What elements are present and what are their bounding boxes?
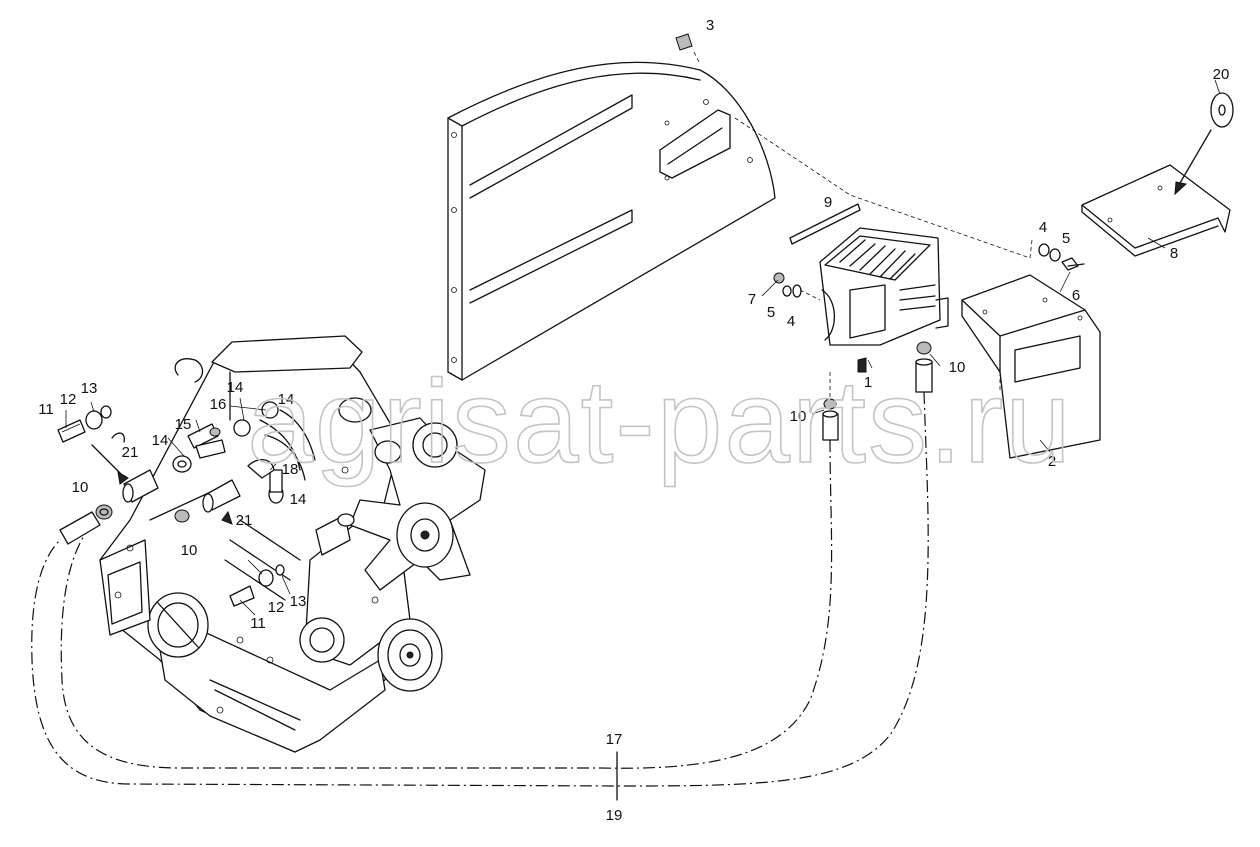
fasteners [773,243,1085,298]
callout-10-heater-right: 10 [949,359,966,376]
callout-11-bottom: 11 [250,615,266,632]
callout-10-engine-top: 10 [72,479,89,496]
callout-13-bottom: 13 [290,593,307,610]
engine-return-hose [59,504,113,545]
callout-10-engine-mid: 10 [181,542,198,559]
heater-hose-stubs [822,341,933,441]
callout-14-upper-right: 14 [278,391,295,408]
callout-12-bottom: 12 [268,599,285,616]
callout-8: 8 [1170,245,1178,262]
callout-9: 9 [824,194,832,211]
callout-14-left: 14 [152,432,169,449]
coolant-hoses [31,391,929,801]
callout-21-left: 21 [122,444,139,461]
callout-11-left: 11 [38,401,54,418]
cover-plate [1081,164,1231,257]
callout-15: 15 [175,416,192,433]
assembly-lines [734,117,1033,390]
callout-3: 3 [706,17,714,34]
callout-12-left: 12 [60,391,77,408]
side-cover-panel [447,61,776,381]
callout-19: 19 [606,807,623,824]
callout-13-left: 13 [81,380,98,397]
callout-5-left: 5 [767,304,775,321]
heater-mounting-bracket [961,274,1101,459]
callout-14-top: 14 [227,379,244,396]
callout-18: 18 [282,461,299,478]
callout-7: 7 [748,291,756,308]
callout-labels: 1 2 3 4 4 5 5 6 7 8 9 10 10 10 10 11 11 … [38,17,1229,824]
callout-6: 6 [1072,287,1080,304]
callout-1: 1 [864,374,872,391]
leader-lines [65,79,1221,616]
callout-5-right: 5 [1062,230,1070,247]
callout-14-mid: 14 [290,491,307,508]
rubber-washer [1174,92,1234,196]
callout-17: 17 [606,731,623,748]
engine-block [99,335,486,753]
watermark-text: agrisat-parts.ru [247,356,1073,488]
heater-rod [789,203,861,245]
cab-heater-unit [819,227,949,373]
callout-21-center: 21 [236,512,253,529]
callout-20: 20 [1213,66,1230,83]
panel-clip [675,33,701,65]
callout-10-heater-left: 10 [790,408,807,425]
callout-2: 2 [1048,453,1056,470]
callout-16: 16 [210,396,227,413]
callout-4-right: 4 [1039,219,1047,236]
callout-4-left: 4 [787,313,795,330]
fittings [57,401,285,607]
